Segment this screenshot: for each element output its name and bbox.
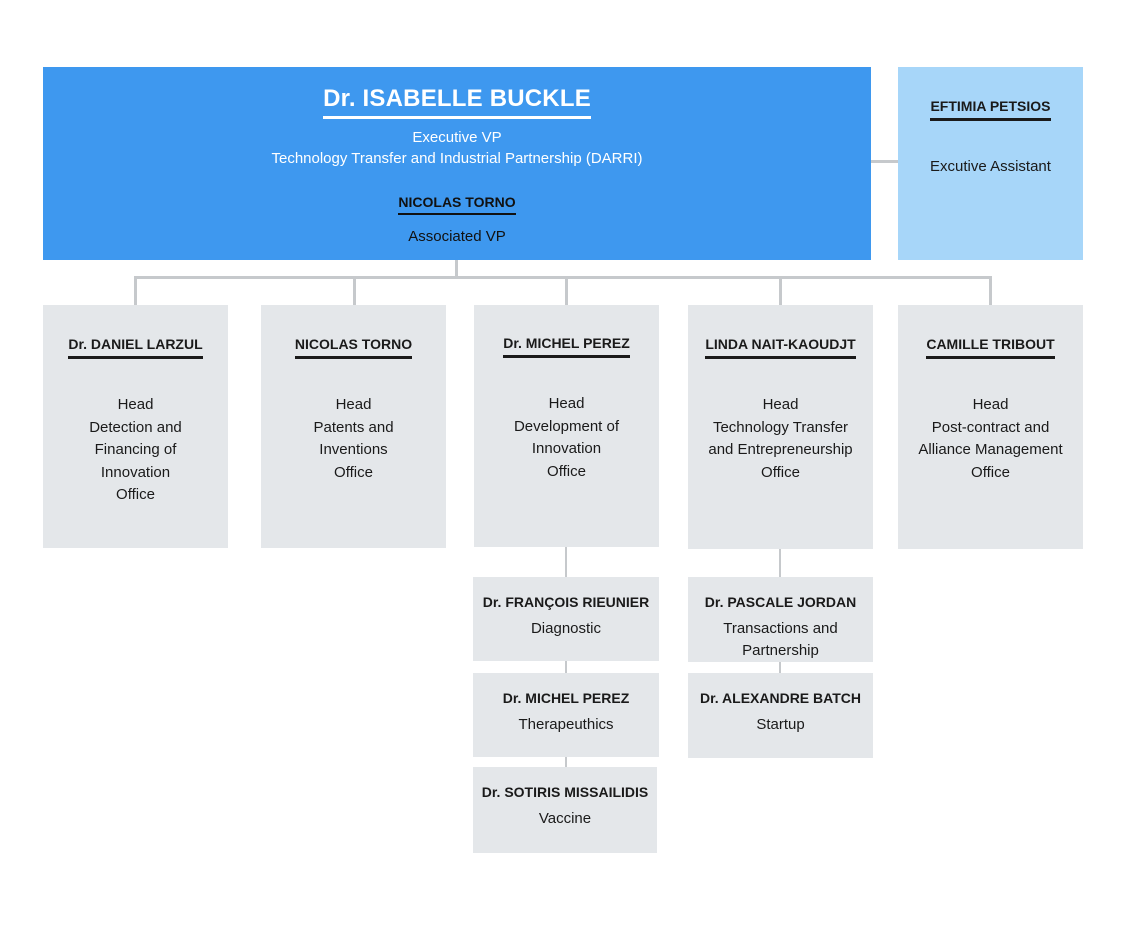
office-head-name: Dr. DANIEL LARZUL xyxy=(43,336,228,359)
unit-box-startup: Dr. ALEXANDRE BATCH Startup xyxy=(688,673,873,758)
exec-down-connector xyxy=(455,260,458,277)
executive-name: Dr. ISABELLE BUCKLE xyxy=(43,85,871,119)
executive-box: Dr. ISABELLE BUCKLE Executive VP Technol… xyxy=(43,67,871,260)
assistant-connector xyxy=(871,160,898,163)
unit-description: Therapeuthics xyxy=(518,716,614,733)
office-drop-2 xyxy=(353,276,356,305)
office-box-technology-transfer: LINDA NAIT-KAOUDJT Head Technology Trans… xyxy=(688,305,873,549)
unit-description: Startup xyxy=(756,716,805,733)
unit-box-therapeutics: Dr. MICHEL PEREZ Therapeuthics xyxy=(473,673,659,757)
executive-department: Technology Transfer and Industrial Partn… xyxy=(271,150,643,167)
unit-head-name: Dr. MICHEL PEREZ xyxy=(502,690,630,706)
office-head-name: NICOLAS TORNO xyxy=(261,336,446,359)
office-description: Head Technology Transfer and Entrepreneu… xyxy=(708,396,853,481)
office-bus-line xyxy=(135,276,991,279)
deputy-name: NICOLAS TORNO xyxy=(43,194,871,215)
assistant-box: EFTIMIA PETSIOS Excutive Assistant xyxy=(898,67,1083,260)
unit-description: Vaccine xyxy=(538,810,592,827)
office-head-name: Dr. MICHEL PEREZ xyxy=(474,335,659,358)
assistant-role: Excutive Assistant xyxy=(930,158,1051,175)
unit-description: Diagnostic xyxy=(530,620,602,637)
office-box-post-contract: CAMILLE TRIBOUT Head Post-contract and A… xyxy=(898,305,1083,549)
unit-head-name: Dr. FRANÇOIS RIEUNIER xyxy=(482,594,650,610)
deputy-title: Associated VP xyxy=(408,228,506,245)
office-description: Head Patents and Inventions Office xyxy=(313,396,394,481)
office-box-detection: Dr. DANIEL LARZUL Head Detection and Fin… xyxy=(43,305,228,548)
office-box-patents: NICOLAS TORNO Head Patents and Invention… xyxy=(261,305,446,548)
unit-head-name: Dr. SOTIRIS MISSAILIDIS xyxy=(481,784,649,800)
office-head-name: CAMILLE TRIBOUT xyxy=(898,336,1083,359)
office-drop-1 xyxy=(134,276,137,305)
unit-box-vaccine: Dr. SOTIRIS MISSAILIDIS Vaccine xyxy=(473,767,657,853)
office-head-name: LINDA NAIT-KAOUDJT xyxy=(688,336,873,359)
unit-head-name: Dr. PASCALE JORDAN xyxy=(704,594,857,610)
office-description: Head Detection and Financing of Innovati… xyxy=(89,396,182,503)
assistant-name: EFTIMIA PETSIOS xyxy=(898,98,1083,121)
office-drop-4 xyxy=(779,276,782,305)
office-description: Head Development of Innovation Office xyxy=(513,395,620,480)
unit-box-diagnostic: Dr. FRANÇOIS RIEUNIER Diagnostic xyxy=(473,577,659,661)
unit-head-name: Dr. ALEXANDRE BATCH xyxy=(699,690,861,706)
office-drop-3 xyxy=(565,276,568,305)
office-drop-5 xyxy=(989,276,992,305)
unit-description: Transactions and Partnership xyxy=(723,620,838,659)
executive-title: Executive VP xyxy=(412,129,502,146)
office-box-development: Dr. MICHEL PEREZ Head Development of Inn… xyxy=(474,305,659,547)
unit-box-transactions: Dr. PASCALE JORDAN Transactions and Part… xyxy=(688,577,873,662)
office-description: Head Post-contract and Alliance Manageme… xyxy=(918,396,1063,481)
